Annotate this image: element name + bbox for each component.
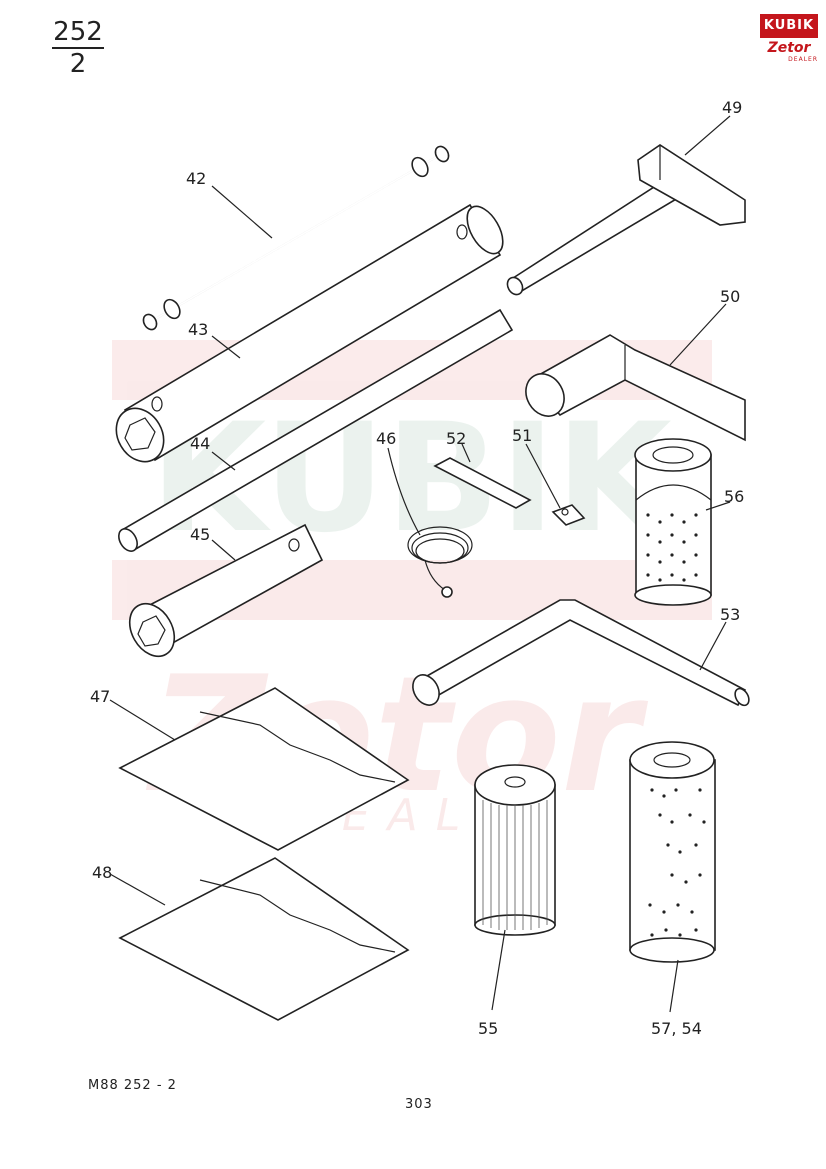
label-52: 52 [446,429,466,448]
part-43-box-spanner [115,203,504,463]
drawing-code: M88 252 - 2 [88,1078,177,1093]
logo-dealer: DEALER [788,56,818,63]
leader-57-54 [669,959,679,1013]
kubik-zetor-logo: KUBIK Zetor DEALER [760,14,818,63]
label-47: 47 [90,687,110,706]
label-50: 50 [720,287,740,306]
label-45: 45 [190,525,210,544]
leader-48 [109,873,166,906]
label-56: 56 [724,487,744,506]
part-44-bar [118,308,514,552]
leader-43 [211,335,241,359]
leader-56 [705,501,731,511]
label-42: 42 [186,169,206,188]
leader-55 [491,929,506,1011]
leader-50 [669,303,727,366]
leader-52 [461,443,471,463]
logo-zetor: Zetor [767,40,811,56]
sheet-number: 2 [69,49,87,79]
leader-44 [211,451,236,471]
leader-lines [109,115,731,1013]
part-55-pleated-filter [474,764,556,936]
label-53: 53 [720,605,740,624]
label-48: 48 [92,863,112,882]
label-46: 46 [376,429,396,448]
label-51: 51 [512,426,532,445]
part-number-labels: 42 43 44 45 46 52 51 49 50 56 53 47 48 5… [90,98,744,1038]
part-52-strip [433,457,532,509]
leader-47 [109,699,176,741]
logo-kubik: KUBIK [760,14,818,38]
page-number: 303 [405,1097,433,1112]
label-43: 43 [188,320,208,339]
part-49-hammer [506,144,746,296]
part-51-clip [551,504,586,526]
label-49: 49 [722,98,742,117]
part-48-document [118,857,410,1021]
leader-45 [211,539,236,561]
part-46-cable-coil [407,526,473,598]
label-57-54: 57, 54 [651,1019,702,1038]
part-50-lever [525,334,746,442]
leader-49 [684,115,731,156]
section-number: 252 [52,17,104,49]
leader-51 [525,443,561,509]
part-56-filter [634,438,712,606]
part-42-rod [142,145,450,331]
section-sheet-number: 252 2 [52,18,104,78]
part-57-54-filter-cylinder [629,741,716,963]
label-55: 55 [478,1019,498,1038]
leader-42 [211,185,273,239]
part-45-socket [128,523,324,658]
part-53-bent-wrench [412,599,750,707]
leader-53 [699,621,727,671]
leader-46 [387,447,421,536]
part-47-document [118,687,410,851]
label-44: 44 [190,434,210,453]
